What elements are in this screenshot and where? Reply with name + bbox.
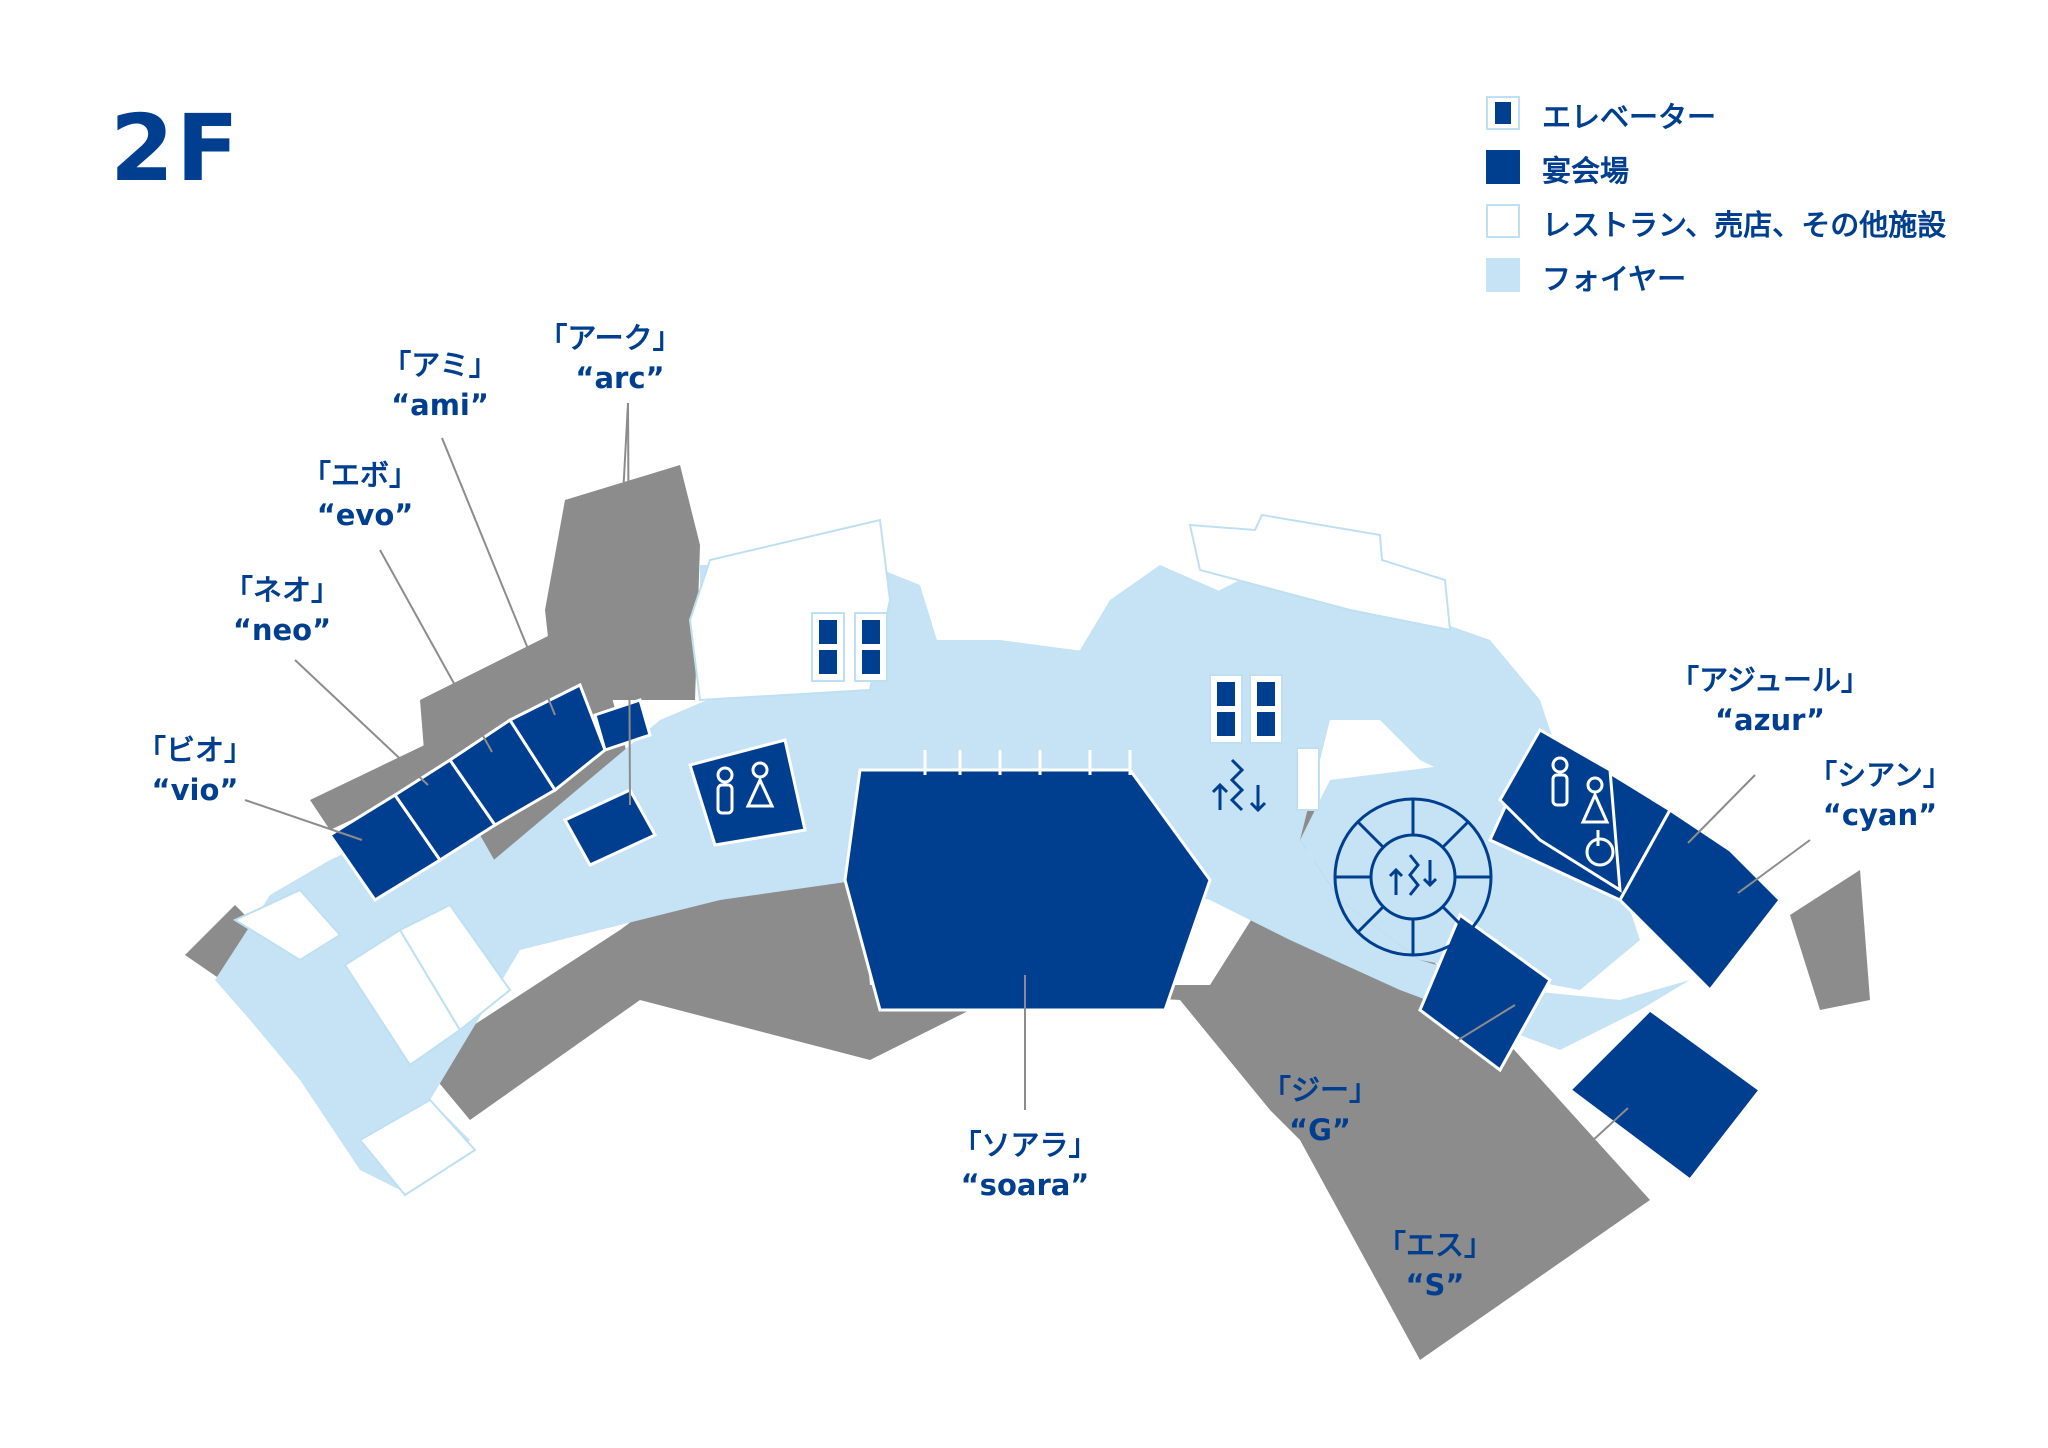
legend-label: エレベーター <box>1542 100 1717 134</box>
legend-label: 宴会場 <box>1542 154 1630 188</box>
facility-west-small <box>232 888 342 962</box>
hall-label-g-jp: 「ジー」 <box>1262 1073 1378 1107</box>
hall-soara <box>843 768 1212 1012</box>
restroom-west <box>688 738 807 847</box>
legend-label: レストラン、売店、その他施設 <box>1542 208 1947 242</box>
hall-labels: 「アーク」 “arc” 「アミ」 “ami” 「エボ」 “evo” 「ネオ」 “… <box>137 321 1952 1302</box>
hall-label-ami-jp: 「アミ」 <box>382 348 497 382</box>
hall-label-s-jp: 「エス」 <box>1377 1228 1493 1262</box>
leader-vio <box>244 799 363 841</box>
facility-swatch <box>1486 204 1520 238</box>
leader-ami <box>441 437 556 716</box>
escalator-icon <box>1211 758 1267 813</box>
hall-label-vio-en: “vio” <box>152 773 239 807</box>
leader-neo <box>294 659 429 786</box>
hall-arc-south <box>562 788 658 867</box>
hall-label-g-en: “G” <box>1289 1113 1351 1147</box>
leader-evo <box>379 549 493 753</box>
elevator-group-north <box>811 612 888 682</box>
leader-arc <box>627 402 631 806</box>
east-foyer-top <box>1240 580 1560 790</box>
hall-label-cyan-en: “cyan” <box>1823 798 1937 832</box>
hall-label-arc-en: “arc” <box>575 361 664 395</box>
hall-arc-north <box>593 698 652 752</box>
leader-azur <box>1687 774 1756 844</box>
hall-s <box>1567 1008 1763 1183</box>
hall-cyan <box>1618 807 1782 993</box>
leader-g <box>1384 1004 1516 1086</box>
service-area-east <box>1790 870 1870 1010</box>
elevator-icon <box>1486 96 1520 130</box>
legend-label: フォイヤー <box>1542 262 1687 296</box>
banquet-swatch <box>1486 150 1520 184</box>
hall-label-cyan-jp: 「シアン」 <box>1808 758 1952 792</box>
facility-core-slot <box>1296 747 1320 811</box>
elevator-group-center <box>1209 674 1283 744</box>
hall-label-soara-jp: 「ソアラ」 <box>952 1128 1097 1162</box>
soara-partitions <box>923 750 1132 775</box>
restroom-icon <box>716 761 775 815</box>
hall-label-evo-jp: 「エボ」 <box>302 458 418 492</box>
hall-g <box>1418 912 1552 1073</box>
leader-lines <box>244 402 1811 1236</box>
hall-label-vio-jp: 「ビオ」 <box>137 733 253 767</box>
hall-label-soara-en: “soara” <box>961 1168 1090 1202</box>
hall-label-arc-jp: 「アーク」 <box>538 321 681 355</box>
floor-title: 2F <box>110 95 241 202</box>
facility-north-east-block <box>1188 513 1452 632</box>
facility-west-bottom <box>358 1098 477 1197</box>
hall-label-neo-jp: 「ネオ」 <box>224 573 340 607</box>
hall-label-neo-en: “neo” <box>233 613 331 647</box>
hall-label-azur-en: “azur” <box>1715 703 1825 737</box>
leader-cyan <box>1737 839 1811 894</box>
hall-label-azur-jp: 「アジュール」 <box>1670 663 1870 697</box>
restroom-east <box>1498 727 1622 893</box>
hall-label-ami-en: “ami” <box>391 388 489 422</box>
leader-s <box>1489 1107 1629 1236</box>
accessible-restroom-icon <box>1551 756 1615 867</box>
facility-west-block-2 <box>398 903 512 1032</box>
foyer-swatch <box>1486 258 1520 292</box>
leader-arc <box>611 402 629 701</box>
spiral-staircase-icon <box>1333 797 1493 957</box>
hall-label-evo-en: “evo” <box>317 498 414 532</box>
hall-label-s-en: “S” <box>1405 1268 1464 1302</box>
